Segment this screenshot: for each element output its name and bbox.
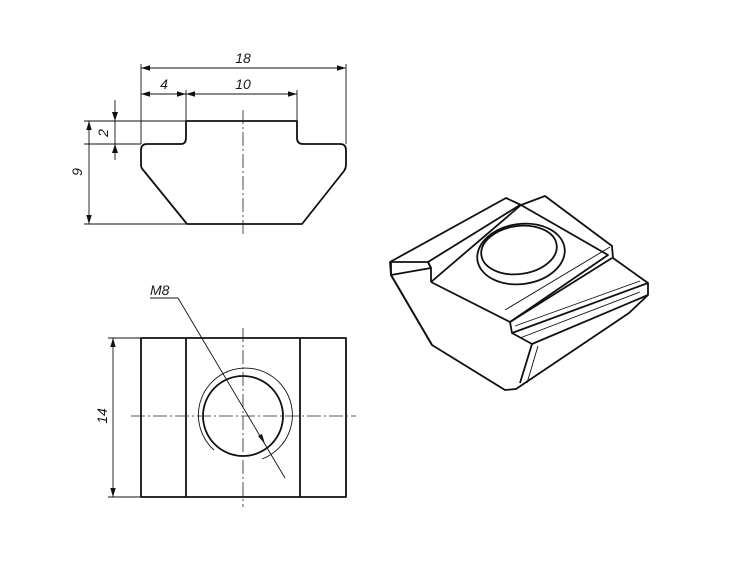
iso-hole — [476, 222, 566, 286]
dim-thread: M8 — [150, 282, 170, 298]
iso-silhouette — [389, 195, 649, 391]
dim-top-width: 10 — [235, 76, 251, 92]
front-view: 18 4 10 2 9 — [69, 50, 347, 234]
dim-overall-width: 18 — [235, 50, 251, 66]
top-view-outline — [140, 337, 347, 498]
thread-major-arc — [197, 367, 293, 460]
dim-total-height: 9 — [69, 168, 85, 176]
dim-flange: 4 — [160, 76, 168, 92]
top-view: M8 14 — [94, 282, 356, 507]
dim-length: 14 — [94, 408, 110, 424]
isometric-view — [389, 195, 649, 391]
iso-hole-inner — [480, 224, 558, 276]
dim-step-height: 2 — [95, 129, 111, 138]
front-view-profile — [140, 120, 347, 225]
